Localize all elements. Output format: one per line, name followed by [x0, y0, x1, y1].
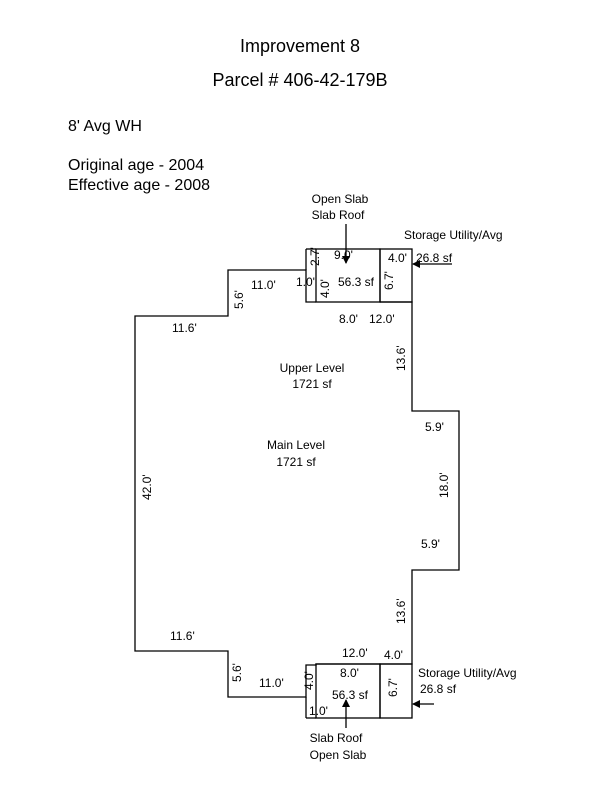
dim-11-6-bottom: 11.6': [170, 629, 195, 643]
dim-6-7-top: 6.7': [382, 271, 396, 290]
dim-5-6-top: 5.6': [232, 290, 246, 309]
bottom-storage-callout: Storage Utility/Avg: [418, 666, 517, 680]
dim-5-6-bottom: 5.6': [230, 663, 244, 682]
bottom-slab-area: 56.3 sf: [332, 688, 369, 702]
main-building-outline: [134, 269, 460, 698]
dim-12-0-bottom: 12.0': [342, 646, 368, 660]
dim-4-0-bottom-v: 4.0': [302, 671, 316, 690]
bottom-storage-callout-area: 26.8 sf: [420, 682, 457, 696]
dim-13-6-bottom: 13.6': [394, 598, 408, 624]
dim-4-0-top-h: 4.0': [388, 251, 407, 265]
dim-8-0-top: 8.0': [339, 312, 358, 326]
dim-11-0-top: 11.0': [251, 278, 276, 292]
dim-12-0-top: 12.0': [369, 312, 395, 326]
dim-8-0-bottom: 8.0': [340, 666, 359, 680]
dim-2-7: 2.7': [308, 247, 322, 266]
sketch-title: Improvement 8: [239, 36, 361, 56]
dim-5-9-bottom: 5.9': [421, 537, 440, 551]
dim-42-0: 42.0': [140, 474, 154, 500]
top-storage-area: [379, 248, 413, 303]
top-slab-callout-1: Open Slab: [312, 192, 369, 206]
dim-1-0-bottom: 1.0': [309, 704, 328, 718]
top-storage-callout: Storage Utility/Avg: [404, 228, 503, 242]
dim-6-7-bottom: 6.7': [386, 678, 400, 697]
main-level-area: 1721 sf: [276, 455, 316, 469]
parcel-number: Parcel # 406-42-179B: [212, 70, 388, 90]
dim-9-0: 9.0': [334, 248, 353, 262]
main-level-label: Main Level: [267, 438, 325, 452]
bottom-storage-area: [379, 663, 413, 719]
dim-18-0: 18.0': [437, 472, 451, 498]
original-age-note: Original age - 2004: [68, 157, 205, 174]
dim-5-9-top: 5.9': [425, 420, 444, 434]
bottom-slab-callout-1: Slab Roof: [310, 731, 363, 745]
effective-age-note: Effective age - 2008: [68, 177, 211, 194]
dim-11-6-top: 11.6': [172, 321, 197, 335]
wall-height-note: 8' Avg WH: [68, 118, 142, 135]
upper-level-area: 1721 sf: [292, 377, 332, 391]
top-slab-area: 56.3 sf: [338, 275, 375, 289]
upper-level-label: Upper Level: [280, 361, 345, 375]
top-storage-callout-area: 26.8 sf: [416, 251, 453, 265]
dim-11-0-bottom: 11.0': [259, 676, 284, 690]
dim-1-0-top: 1.0': [296, 275, 315, 289]
dim-4-0-bottom-h: 4.0': [384, 648, 403, 662]
top-slab-callout-2: Slab Roof: [312, 208, 365, 222]
dim-13-6-top: 13.6': [394, 345, 408, 371]
bottom-slab-callout-2: Open Slab: [310, 748, 367, 762]
dim-4-0-top-v: 4.0': [318, 279, 332, 298]
